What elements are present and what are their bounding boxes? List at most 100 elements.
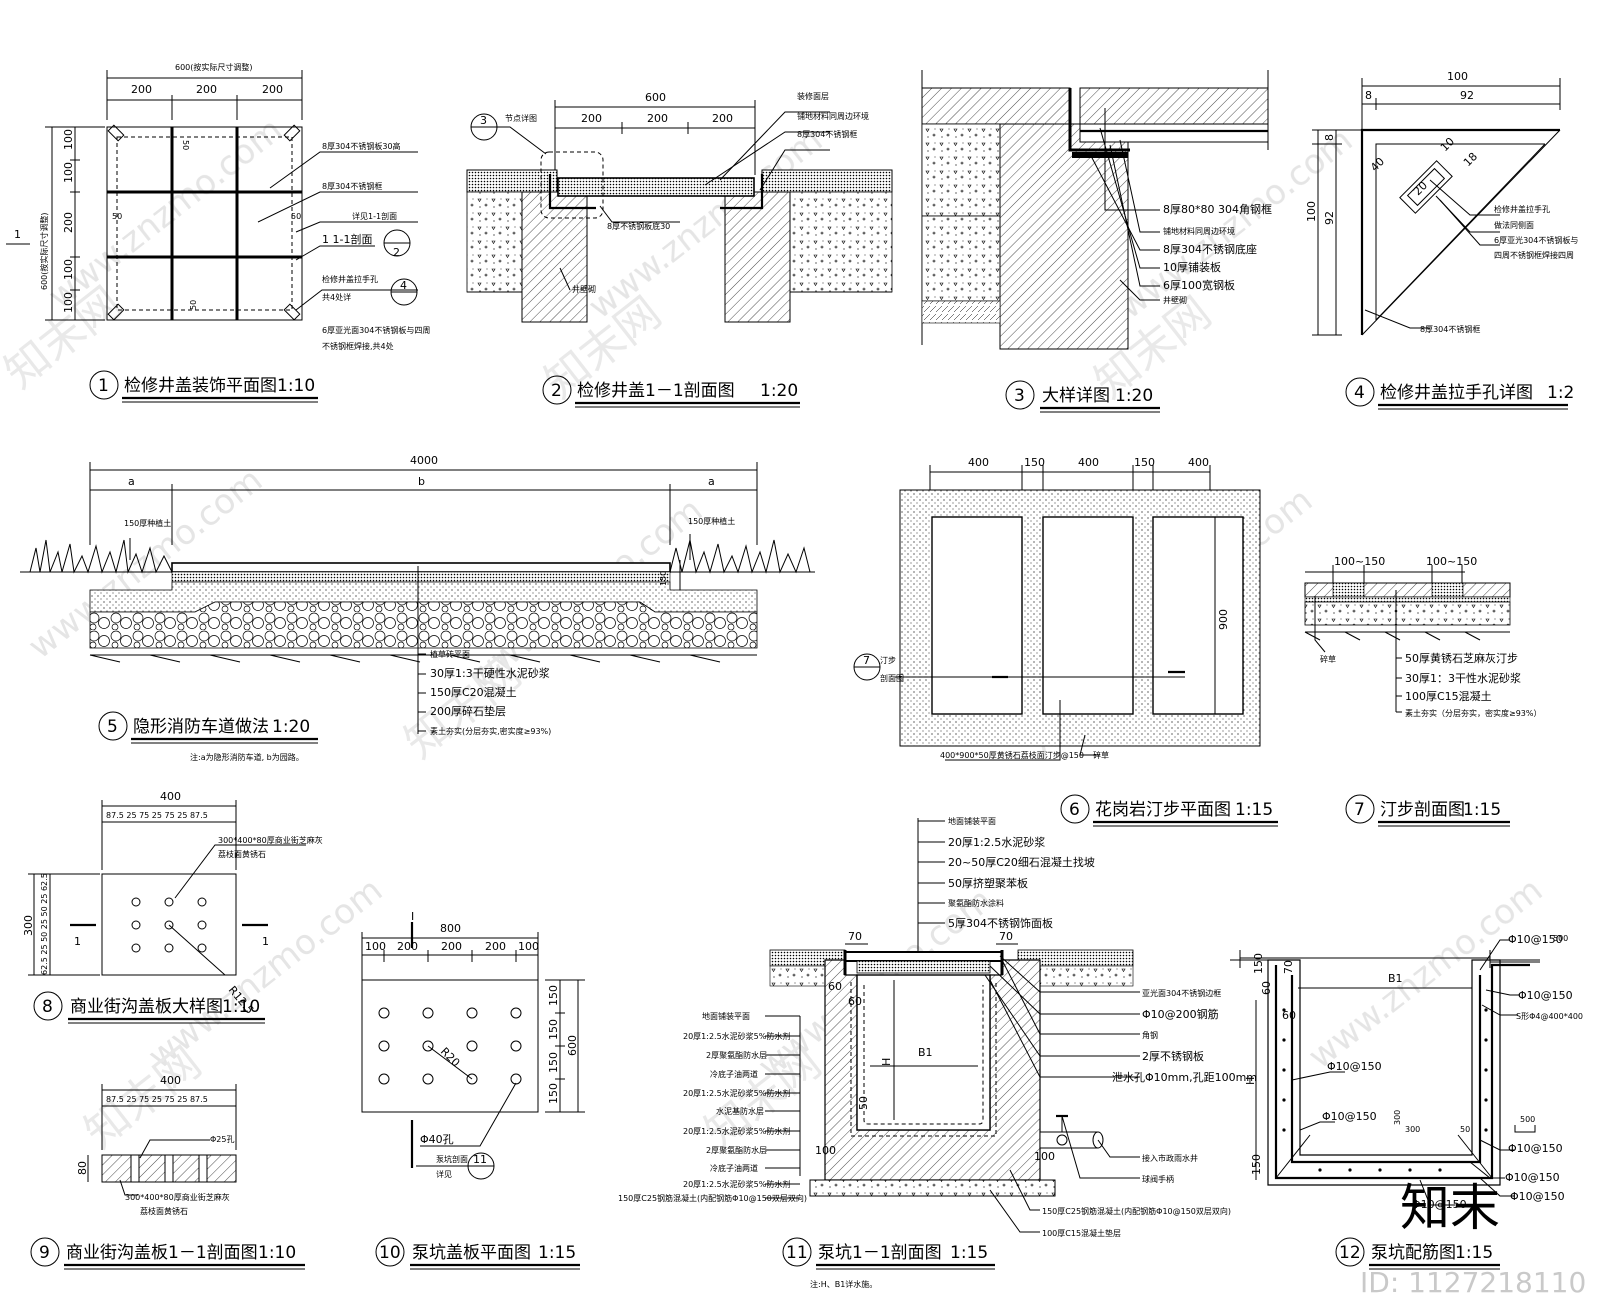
drawing-number: 11: [786, 1243, 808, 1263]
dim-h: H: [1244, 1077, 1257, 1085]
callout-4: 四周不锈钢框焊接四周: [1494, 250, 1574, 260]
dim-50: 50: [857, 1096, 870, 1110]
drawing-9-trench-cover-section: 400 87.5 25 75 25 75 25 87.5 80 Φ25孔 300…: [30, 1074, 305, 1270]
dim-50: 50: [112, 212, 122, 221]
section-mark: 1: [14, 228, 21, 241]
dim-400: 400: [160, 790, 181, 803]
dim-300: 300: [1393, 1110, 1402, 1125]
callout-1: 8厚304不锈钢板30高: [322, 141, 401, 151]
callout-8: Φ10@150: [1505, 1171, 1560, 1184]
drawing-number: 7: [1354, 800, 1365, 820]
ref-11: 11: [473, 1153, 487, 1166]
dim-18: 18: [1461, 150, 1480, 169]
callout-2: 碎草: [1093, 750, 1109, 760]
callout-2: 8厚304不锈钢框: [322, 181, 382, 191]
drawing-scale: 1:20: [1115, 386, 1153, 406]
grip-hole-icon: [283, 303, 301, 321]
callout-4: 1 1-1剖面: [322, 232, 372, 246]
dim-100: 100: [62, 162, 75, 183]
right-layer-3: 角钢: [1142, 1030, 1158, 1040]
dim-10: 10: [1438, 135, 1457, 154]
ref-label-1: 汀步: [880, 656, 896, 665]
dim-100: 100: [518, 940, 539, 953]
drain-pipe-icon: [1039, 1131, 1104, 1149]
cover-inner-dashed: [116, 136, 293, 311]
drawing-3-detail: 8厚80*80 304角钢框 铺地材料同周边环境 8厚304不锈钢底座 10厚铺…: [921, 70, 1272, 413]
left-layer-5: 20厚1:2.5水泥砂浆5%防水剂: [683, 1088, 790, 1098]
right-layer-5: 泄水孔Φ10mm,孔距100mm: [1112, 1071, 1257, 1084]
section-1: 1: [262, 935, 269, 948]
top-layer-6: 5厚304不锈钢饰面板: [948, 916, 1053, 930]
dim-200: 200: [647, 112, 668, 125]
drawing-10-pump-pit-cover-plan: 800 100 200 200 200 100 I 150 150 150 15…: [361, 910, 585, 1270]
drawing-title: 隐形消防车道做法: [133, 717, 269, 737]
callout-8: 不锈钢框焊接,共4处: [322, 341, 394, 351]
dim-60: 60: [848, 995, 862, 1008]
callout-3: 8厚304不锈钢底座: [1163, 242, 1257, 256]
drawing-scale: 1:2: [1547, 383, 1574, 403]
callout-6: 井壁砌: [1163, 295, 1187, 305]
drawing-12-pump-pit-rebar: 150 70 60 60 B1 H 150 300 300 50 500 Φ10…: [1230, 933, 1583, 1270]
dim-100: 100: [1034, 1150, 1055, 1163]
right-layer-8: 150厚C25钢筋混凝土(内配钢筋Φ10@150双层双向): [1042, 1206, 1231, 1216]
dim-a: a: [708, 475, 715, 488]
stepping-stone: [931, 516, 1023, 715]
dim-80: 80: [76, 1161, 89, 1175]
callout-2: 铺地材料同周边环境: [1163, 226, 1235, 236]
stepping-stone: [1152, 516, 1244, 715]
right-layer-7: 球阀手柄: [1142, 1174, 1174, 1184]
drawing-title: 汀步剖面图: [1380, 800, 1465, 820]
callout-5: 6厚100宽钢板: [1163, 278, 1235, 292]
callout-7: 6厚亚光面304不锈钢板与四周: [322, 325, 430, 335]
dim-70: 70: [848, 930, 862, 943]
dim-400: 400: [1078, 456, 1099, 469]
drawing-scale: 1:10: [277, 376, 315, 396]
dim-150: 150: [547, 1052, 560, 1073]
callout-4: 8厚不锈钢板底30: [607, 221, 670, 231]
dim-r20: R20: [438, 1045, 462, 1069]
callout-1: 装修面层: [797, 91, 829, 101]
callout-3: Φ10@150: [1327, 1060, 1382, 1073]
callout-1: 8厚80*80 304角钢框: [1163, 203, 1272, 216]
rebar-dots: [1282, 1008, 1488, 1172]
left-layer-leaders: [765, 1015, 800, 1199]
drawing-scale: 1:10: [222, 997, 260, 1017]
callout-2: 荔枝面黄锈石: [218, 849, 266, 859]
left-layer-2: 20厚1:2.5水泥砂浆5%防水剂: [683, 1031, 790, 1041]
ref-3: 3: [480, 114, 487, 127]
callout-top-2: 150厚种植土: [688, 516, 735, 526]
grass-left: [29, 539, 173, 574]
left-layer-7: 20厚1:2.5水泥砂浆5%防水剂: [683, 1126, 790, 1136]
callout-1: 300*400*80厚商业街芝麻灰: [218, 835, 323, 845]
drawing-11-pump-pit-section: 地面铺装平面 20厚1:2.5水泥砂浆 20~50厚C20细石混凝土找坡 50厚…: [618, 816, 1257, 1289]
drawing-number: 4: [1354, 383, 1365, 403]
dim-200: 200: [441, 940, 462, 953]
dim-100: 100: [1305, 201, 1318, 222]
dim-150: 150: [1024, 456, 1045, 469]
drawing-title: 商业街沟盖板1－1剖面图: [66, 1243, 258, 1263]
layer-3: 100厚C15混凝土: [1405, 689, 1492, 703]
callout-1: 检修井盖拉手孔: [1494, 204, 1550, 214]
ref-label-1: 泵坑剖面: [436, 1154, 468, 1164]
drain-holes: [131, 897, 207, 953]
callout-1: Φ10@150: [1518, 989, 1573, 1002]
callout-3: 8厚304不锈钢框: [797, 129, 857, 139]
layer-1: 植草砖平面: [430, 649, 470, 659]
layer-4: 素土夯实（分层夯实，密实度≥93%）: [1405, 708, 1541, 718]
layer-1: 50厚黄锈石芝麻灰汀步: [1405, 651, 1518, 665]
section-mark: I: [411, 910, 414, 923]
callout-1: 300*400*80厚商业街芝麻灰: [125, 1192, 230, 1202]
left-layer-1: 地面铺装平面: [702, 1011, 750, 1021]
pump-pit-cover: [361, 979, 539, 1113]
dim-150: 150: [1250, 1154, 1263, 1175]
drawing-scale: 1:15: [950, 1243, 988, 1263]
left-layer-4: 冷底子油两道: [710, 1069, 758, 1079]
paving-layer: [171, 562, 671, 573]
node-label: 节点详图: [505, 113, 537, 123]
side-label: 碎草: [1320, 654, 1336, 664]
section-1: 1: [74, 935, 81, 948]
drawing-number: 10: [379, 1243, 401, 1263]
left-layer-6: 水泥基防水层: [716, 1106, 764, 1116]
image-id: ID: 1127218110: [1360, 1266, 1586, 1299]
